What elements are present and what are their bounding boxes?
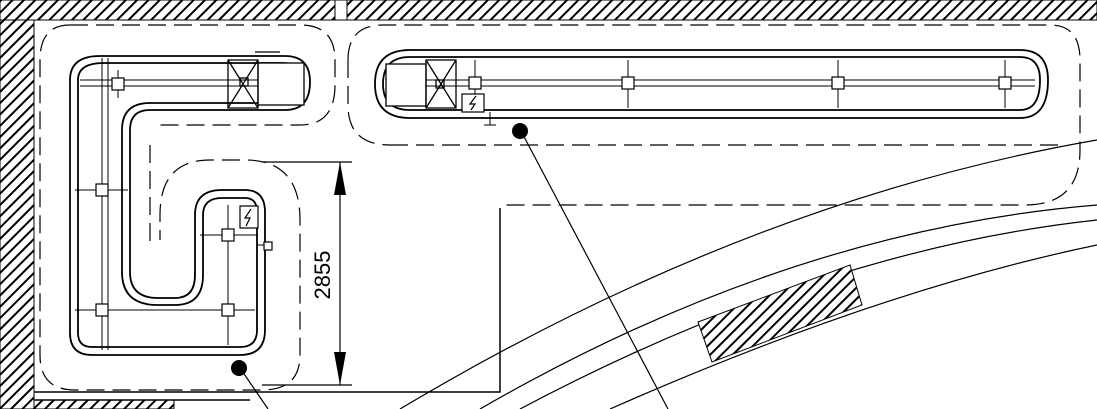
wall-top-pillar bbox=[334, 0, 348, 21]
right-conveyor-track bbox=[374, 49, 1049, 119]
marker-dot-left bbox=[231, 360, 247, 376]
electrical-hazard-icon-right bbox=[461, 93, 485, 113]
solid-outline bbox=[34, 208, 501, 401]
right-carriage bbox=[385, 59, 457, 109]
dimension-2855 bbox=[262, 161, 352, 386]
marker-dot-right bbox=[512, 123, 528, 139]
curved-rails bbox=[399, 139, 1097, 409]
wall-top bbox=[0, 0, 1097, 21]
dimension-label: 2855 bbox=[310, 251, 335, 300]
wall-bottom-stub bbox=[33, 399, 175, 409]
leader-line-right bbox=[520, 130, 669, 409]
marker-dots bbox=[231, 123, 669, 409]
hatched-crossing bbox=[697, 264, 863, 363]
leader-line-left bbox=[239, 367, 269, 409]
dashed-boundaries bbox=[39, 24, 1081, 391]
right-conveyor-brackets bbox=[468, 76, 1012, 90]
electrical-hazard-icon bbox=[239, 205, 259, 229]
left-carriage bbox=[227, 51, 305, 109]
wall-left bbox=[0, 19, 35, 409]
left-conveyor-brackets bbox=[95, 77, 273, 317]
right-conveyor-rails bbox=[390, 60, 1035, 126]
